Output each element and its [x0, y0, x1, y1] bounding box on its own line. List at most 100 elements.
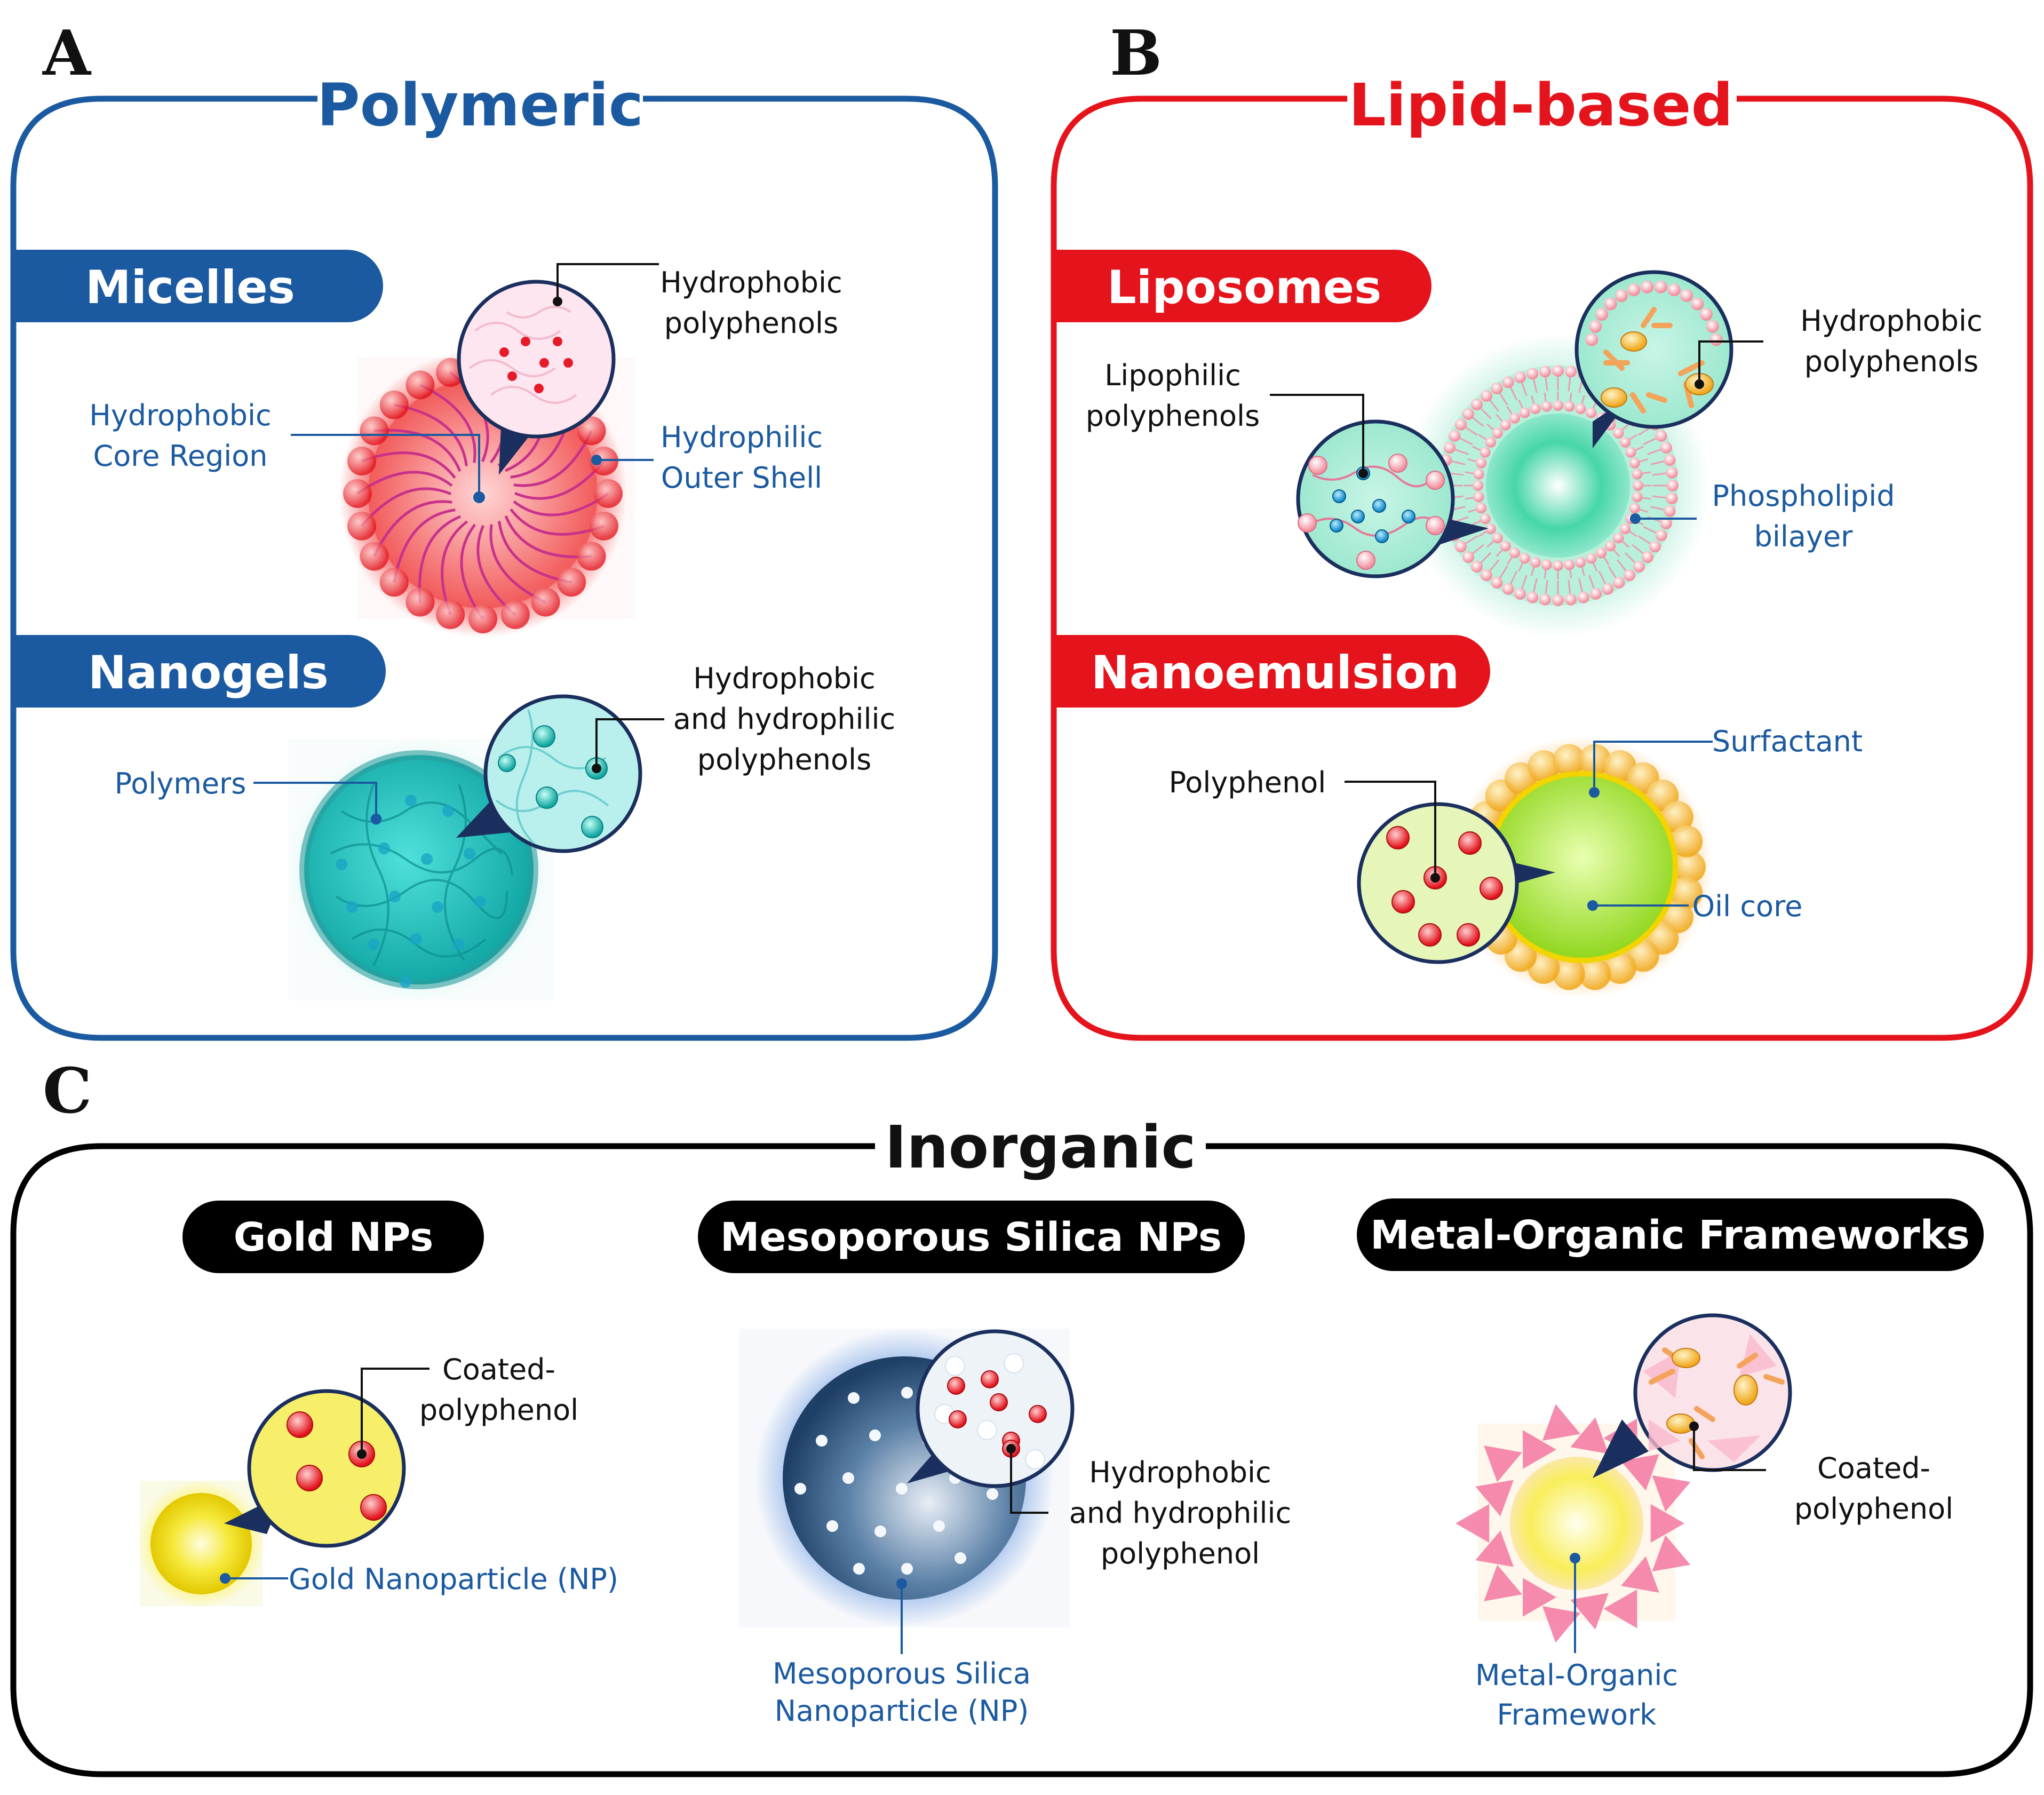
bilayer-tail	[1486, 423, 1494, 431]
nanogel-callout	[456, 694, 642, 853]
nanogel-callout-label-line2: and hydrophilic	[673, 702, 895, 736]
bilayer-tail	[1465, 471, 1474, 474]
surfactant-bead	[1604, 951, 1636, 984]
bilayer-head	[1575, 557, 1586, 568]
bilayer-head	[1454, 541, 1467, 553]
bilayer-tail	[1510, 570, 1518, 584]
bilayer-head	[1502, 583, 1514, 595]
bilayer-head	[1680, 289, 1693, 303]
bilayer-head	[1660, 441, 1672, 454]
bilayer-tail	[1650, 460, 1665, 465]
gold-coated-label-line1: Coated-	[442, 1353, 555, 1386]
surfactant-bead	[1553, 744, 1585, 776]
bilayer-tail	[1465, 535, 1478, 544]
bilayer-label-line1: Phospholipid	[1712, 479, 1895, 513]
bilayer-tail	[1465, 497, 1474, 500]
bilayer-head	[1500, 419, 1511, 431]
lipophilic-leader	[1270, 394, 1364, 473]
micelle-tail	[374, 428, 462, 472]
gold-graphic	[137, 1480, 265, 1608]
bilayer-tail	[1506, 557, 1513, 565]
outer-shell-label-line2: Outer Shell	[661, 461, 822, 495]
bilayer-head	[1577, 591, 1589, 603]
bilayer-head	[1649, 541, 1661, 553]
bilayer-head	[1709, 333, 1723, 346]
lipo-hydrophobic-leader	[1698, 340, 1763, 384]
bilayer-head	[1602, 583, 1614, 595]
bilayer-head	[1575, 403, 1586, 415]
mof-node	[1542, 1404, 1581, 1441]
bilayer-tail	[1521, 575, 1528, 589]
bilayer-head	[1509, 547, 1520, 559]
bilayer-head	[1480, 447, 1491, 458]
bilayer-head	[1552, 365, 1564, 377]
bilayer-head	[1444, 441, 1456, 454]
mof-coated-label-line2: polyphenol	[1794, 1492, 1953, 1526]
bilayer-head	[1586, 407, 1597, 418]
panel-a: A Polymeric Micelles	[10, 17, 998, 1041]
bilayer-head	[1539, 593, 1551, 606]
nanogel-callout-label-line1: Hydrophobic	[693, 662, 875, 695]
mof-node	[1542, 1606, 1581, 1643]
nanoemulsion-graphic	[1451, 736, 1713, 998]
micelle-head	[379, 568, 409, 597]
bilayer-tail	[1637, 535, 1651, 544]
bilayer-tail	[1489, 559, 1500, 571]
bilayer-tail	[1640, 458, 1649, 463]
core-region-label-line2: Core Region	[93, 439, 267, 473]
bilayer-head	[1553, 400, 1563, 411]
bilayer-head	[1526, 591, 1539, 603]
bilayer-tail	[1588, 575, 1595, 589]
bilayer-tail	[1652, 495, 1666, 499]
gold-np-label: Gold Nanoparticle (NP)	[289, 1562, 618, 1596]
panel-b: B Lipid-based Liposomes	[1051, 17, 2033, 1041]
silica-pore	[874, 1526, 886, 1537]
bilayer-tail	[1518, 562, 1523, 571]
bilayer-tail	[1643, 438, 1657, 446]
bilayer-tail	[1465, 427, 1478, 436]
panel-b-frame	[1051, 96, 2033, 1041]
bilayer-head	[1530, 403, 1541, 415]
surfactant-bead	[1671, 877, 1703, 909]
bilayer-head	[1620, 523, 1631, 535]
silica-pore	[794, 1483, 806, 1495]
micelle-tail	[441, 520, 468, 615]
micelle-head	[589, 511, 618, 541]
micelle-callout-label-line1: Hydrophobic	[660, 266, 842, 299]
bilayer-head	[1613, 427, 1624, 439]
micelle-tail	[476, 525, 516, 616]
gold-pill-label: Gold NPs	[234, 1214, 434, 1260]
silica-pore	[896, 1483, 908, 1495]
surfactant-bead	[1528, 750, 1560, 783]
bilayer-head	[1526, 368, 1539, 380]
bilayer-head	[1502, 376, 1514, 388]
bilayer-tail	[1472, 417, 1484, 427]
liposomes-tab-label: Liposomes	[1107, 261, 1381, 314]
mof-node	[1570, 1417, 1609, 1454]
bilayer-head	[1500, 541, 1511, 552]
panel-c-frame	[10, 1143, 2033, 1777]
bilayer-tail	[1530, 567, 1535, 576]
liposomes-tab	[1056, 250, 1431, 322]
bilayer-head	[1476, 457, 1487, 468]
gold-callout	[224, 1389, 406, 1548]
bilayer-tail	[1499, 565, 1508, 578]
bilayer-head	[1470, 561, 1483, 573]
nanogel-graphic	[288, 739, 555, 1000]
micelle-head	[531, 587, 560, 617]
bilayer-tail	[1568, 377, 1571, 392]
mof-graphic	[1456, 1404, 1691, 1643]
bilayer-head	[1629, 503, 1640, 514]
panel-a-title: Polymeric	[317, 71, 643, 139]
mof-node	[1456, 1504, 1490, 1543]
bilayer-tail	[1521, 382, 1528, 396]
panel-c: C Inorganic Gold NPs Mesoporous Silica N…	[10, 1055, 2033, 1777]
micelle-tail	[460, 523, 484, 620]
bilayer-head	[1664, 505, 1676, 517]
nanogel-bead	[346, 901, 358, 913]
bilayer-tail	[1642, 497, 1651, 500]
bilayer-head	[1509, 412, 1520, 424]
surfactant-bead	[1661, 801, 1693, 833]
bilayer-head	[1480, 569, 1492, 582]
surfactant-label: Surfactant	[1712, 725, 1863, 758]
